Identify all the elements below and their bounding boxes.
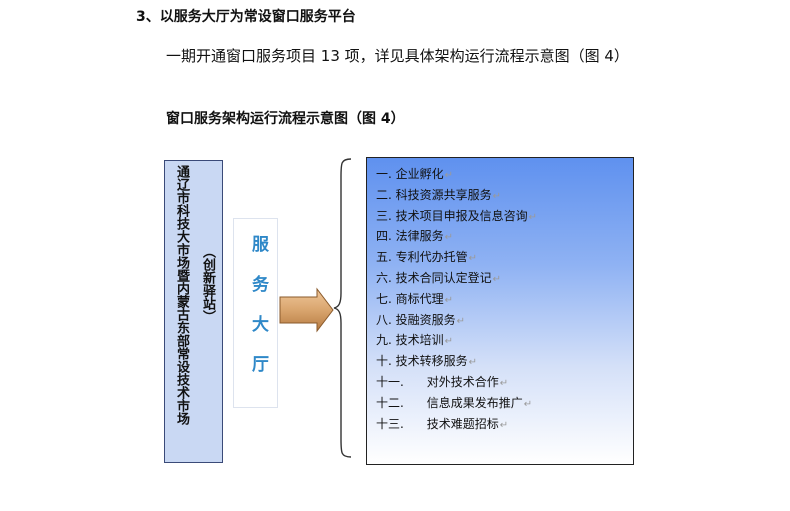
paragraph-mark-icon: ↵ [444,170,454,181]
service-item: 十二. 信息成果发布推广↵ [376,393,537,414]
service-item-label: 六. 技术合同认定登记 [376,270,492,285]
service-item: 五. 专利代办托管↵ [376,247,537,268]
market-org-name: 通辽市科技大市场暨内蒙古东部常设技术市场 [174,165,189,425]
service-item: 七. 商标代理↵ [376,289,537,310]
paragraph-mark-icon: ↵ [444,232,454,244]
intro-paragraph: 一期开通窗口服务项目 13 项，详见具体架构运行流程示意图（图 4） [166,47,629,65]
flow-arrow-icon [279,287,334,333]
service-item-label: 二. 科技资源共享服务 [376,187,492,202]
paragraph-mark-icon: ↵ [499,377,509,389]
service-item-label: 八. 投融资服务 [376,312,456,327]
service-item-label: 十三. 技术难题招标 [376,416,499,431]
service-item: 六. 技术合同认定登记↵ [376,268,537,289]
paragraph-mark-icon: ↵ [468,357,478,369]
paragraph-mark-icon: ↵ [523,398,533,410]
service-items-box: 一. 企业孵化↵二. 科技资源共享服务↵三. 技术项目申报及信息咨询↵四. 法律… [366,157,634,465]
paragraph-mark-icon: ↵ [444,294,454,306]
service-item: 十. 技术转移服务↵ [376,351,537,372]
service-item: 三. 技术项目申报及信息咨询↵ [376,206,537,227]
service-item-label: 九. 技术培训 [376,333,444,348]
section-heading: 3、以服务大厅为常设窗口服务平台 [136,9,356,25]
paragraph-mark-icon: ↵ [456,315,466,327]
service-item-label: 三. 技术项目申报及信息咨询 [376,208,528,223]
service-list: 一. 企业孵化↵二. 科技资源共享服务↵三. 技术项目申报及信息咨询↵四. 法律… [376,164,537,434]
service-item-label: 十. 技术转移服务 [376,354,468,369]
figure-caption: 窗口服务架构运行流程示意图（图 4） [166,111,405,127]
service-item-label: 四. 法律服务 [376,229,444,244]
service-hall-label: 服务大厅 [248,235,268,395]
service-item: 九. 技术培训↵ [376,330,537,351]
service-item-label: 十一. 对外技术合作 [376,374,499,389]
service-item: 四. 法律服务↵ [376,226,537,247]
paragraph-mark-icon: ↵ [528,211,538,223]
service-item: 十一. 对外技术合作↵ [376,372,537,393]
service-item: 十三. 技术难题招标↵ [376,414,537,435]
service-hall-box: 服务大厅 [233,218,278,408]
paragraph-mark-icon: ↵ [468,253,478,265]
service-item-label: 七. 商标代理 [376,291,444,306]
service-item: 二. 科技资源共享服务↵ [376,185,537,206]
service-item-label: 一. 企业孵化 [376,167,444,181]
left-brace-icon [333,158,352,458]
service-item-label: 五. 专利代办托管 [376,250,468,265]
paragraph-mark-icon: ↵ [492,190,502,202]
market-org-box: 通辽市科技大市场暨内蒙古东部常设技术市场 （创新驿站） [164,160,223,463]
service-item: 一. 企业孵化↵ [376,164,537,185]
service-item-label: 十二. 信息成果发布推广 [376,395,523,410]
paragraph-mark-icon: ↵ [492,273,502,285]
service-item: 八. 投融资服务↵ [376,310,537,331]
market-org-subtitle: （创新驿站） [200,245,215,323]
paragraph-mark-icon: ↵ [444,336,454,348]
paragraph-mark-icon: ↵ [499,419,509,431]
